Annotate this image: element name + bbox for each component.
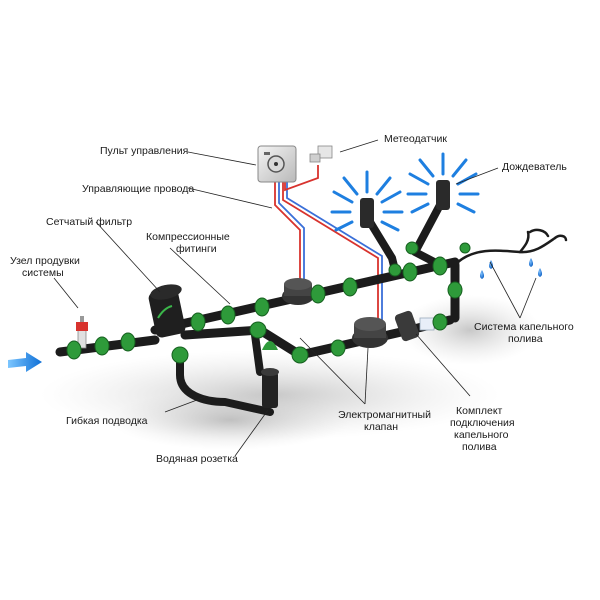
outlet-riser-pipe bbox=[251, 331, 264, 376]
water-inlet-arrow bbox=[8, 352, 42, 372]
label-compression-fittings-2: фитинги bbox=[176, 243, 217, 255]
label-drip-kit-1: Комплект bbox=[456, 405, 503, 417]
label-drip-kit-2: подключения bbox=[450, 417, 515, 429]
blowout-valve-icon bbox=[76, 316, 88, 349]
label-control-wires: Управляющие провода bbox=[82, 183, 194, 195]
control-panel-icon bbox=[257, 145, 297, 183]
drip-line bbox=[456, 228, 568, 264]
label-drip-system-1: Система капельного bbox=[474, 321, 574, 333]
drip-kit-valve-icon bbox=[394, 310, 435, 342]
label-water-outlet: Водяная розетка bbox=[156, 453, 238, 465]
mesh-filter-icon bbox=[148, 284, 186, 338]
water-drops bbox=[480, 258, 542, 279]
label-solenoid-valve-1: Электромагнитный bbox=[338, 409, 431, 421]
label-drip-kit-4: полива bbox=[462, 441, 497, 453]
label-supply-node-1: Узел продувки bbox=[10, 255, 80, 267]
control-wires bbox=[274, 165, 383, 322]
label-supply-node-2: системы bbox=[22, 267, 64, 279]
label-weather-sensor: Метеодатчик bbox=[384, 133, 447, 145]
label-solenoid-valve-2: клапан bbox=[364, 421, 398, 433]
sprinkler-left-icon bbox=[330, 170, 404, 232]
label-flexible-hose: Гибкая подводка bbox=[66, 415, 148, 427]
label-drip-kit-3: капельного bbox=[454, 429, 509, 441]
sprinkler-right-icon bbox=[406, 152, 480, 214]
water-outlet-icon bbox=[261, 341, 279, 408]
compression-fittings bbox=[66, 241, 471, 364]
solenoid-valve-icon bbox=[282, 278, 314, 305]
label-drip-system-2: полива bbox=[508, 333, 543, 345]
flexible-hose-pipe bbox=[176, 356, 274, 416]
label-sprinkler: Дождеватель bbox=[502, 161, 567, 173]
label-mesh-filter: Сетчатый фильтр bbox=[46, 216, 132, 228]
sprinkler-riser-right bbox=[411, 201, 444, 269]
label-control-panel: Пульт управления bbox=[100, 145, 188, 157]
solenoid-valve-2-icon bbox=[352, 317, 388, 348]
leader-lines bbox=[53, 139, 537, 457]
label-compression-fittings-1: Компрессионные bbox=[146, 231, 230, 243]
labels: Пульт управления Метеодатчик Дождеватель… bbox=[10, 133, 574, 465]
weather-sensor-icon bbox=[309, 145, 333, 163]
